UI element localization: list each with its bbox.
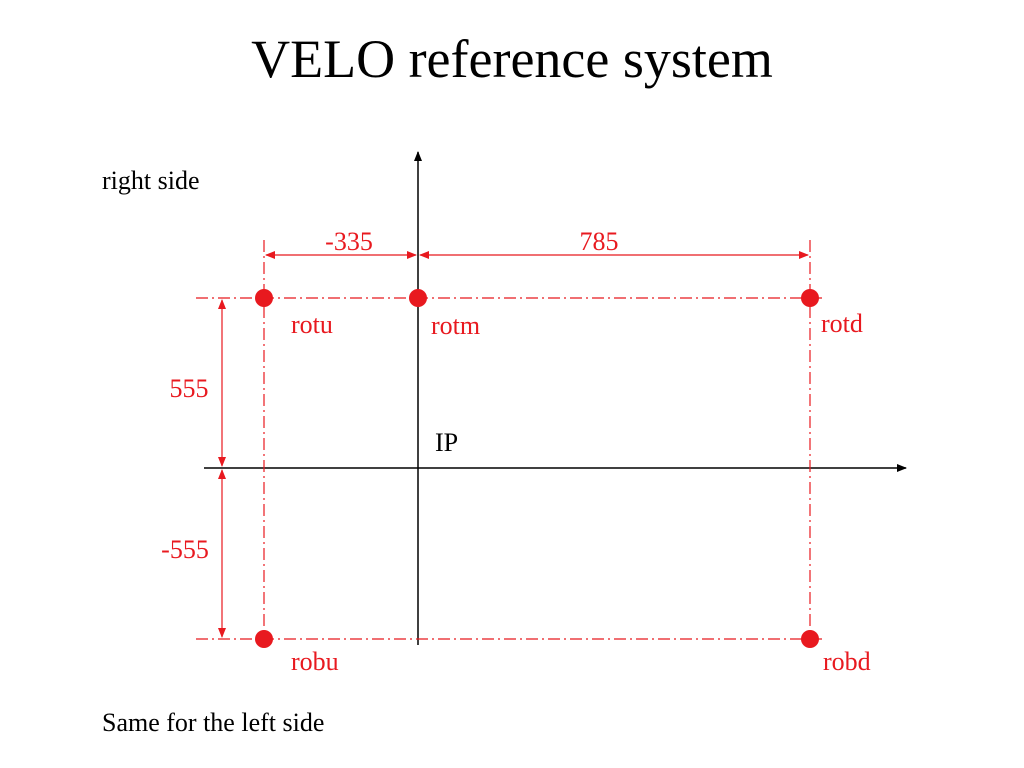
point-label-robd: robd [823, 647, 871, 676]
dimension-label-right: 785 [580, 227, 619, 256]
point-robd [801, 630, 819, 648]
point-rotu [255, 289, 273, 307]
point-label-robu: robu [291, 647, 339, 676]
point-label-rotd: rotd [821, 309, 863, 338]
point-label-rotm: rotm [431, 311, 480, 340]
point-label-rotu: rotu [291, 310, 333, 339]
point-robu [255, 630, 273, 648]
reference-rectangle [196, 240, 822, 640]
dimension-label-top: 555 [170, 374, 209, 403]
footer-note: Same for the left side [102, 708, 325, 737]
side-label: right side [102, 166, 200, 195]
origin-label: IP [435, 428, 458, 457]
point-rotd [801, 289, 819, 307]
dimension-label-bottom: -555 [161, 535, 209, 564]
dimension-label-left: -335 [325, 227, 373, 256]
point-rotm [409, 289, 427, 307]
slide-title: VELO reference system [251, 29, 773, 89]
